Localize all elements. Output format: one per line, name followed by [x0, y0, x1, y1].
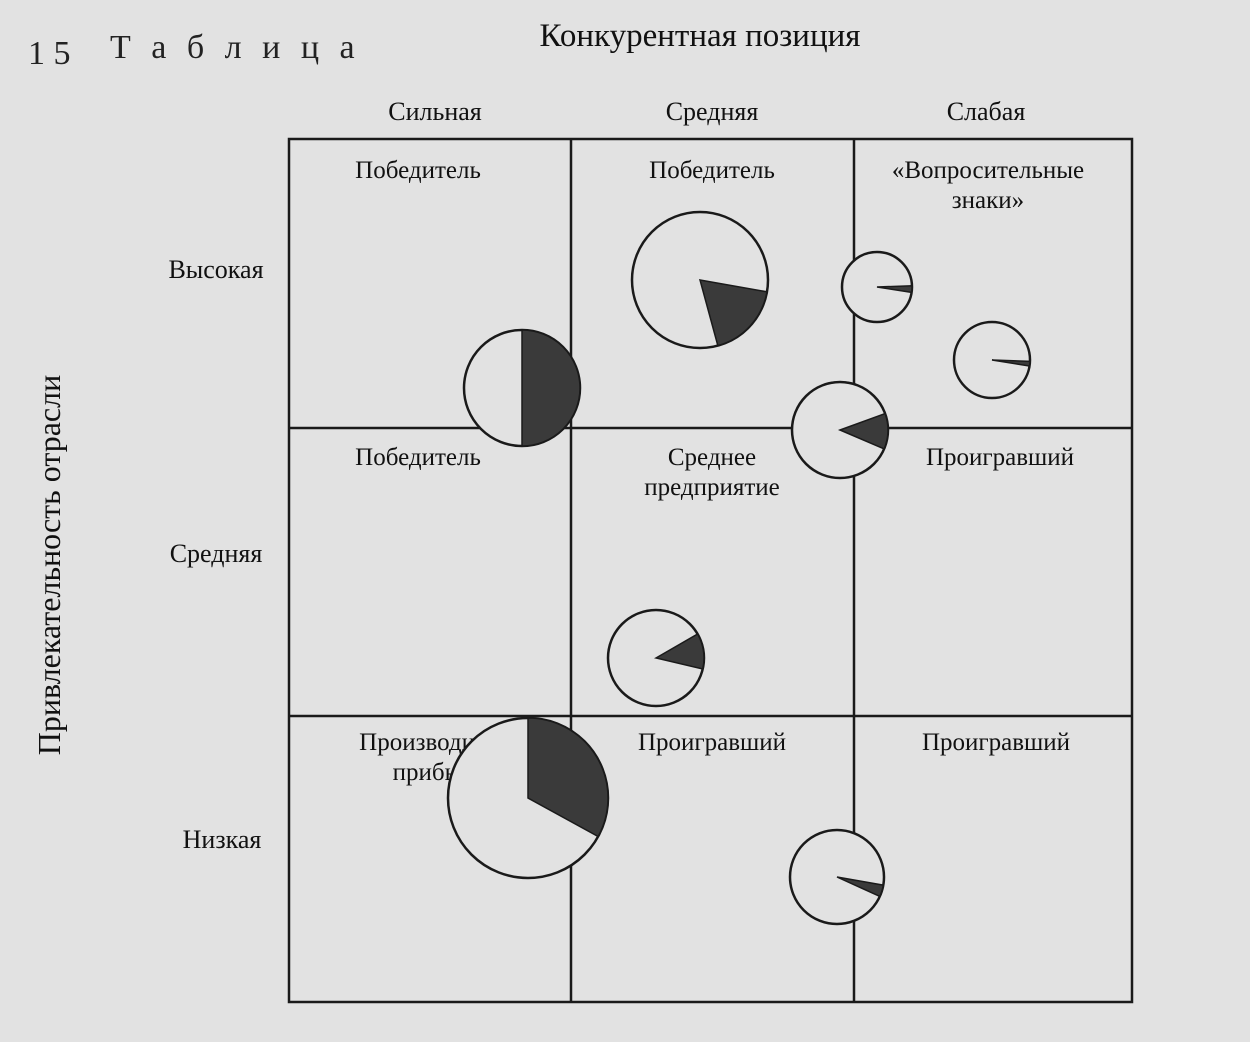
row-label-high: Высокая	[168, 255, 263, 284]
market-share-sector	[653, 632, 705, 670]
market-share-sector	[527, 717, 609, 838]
column-header-medium: Средняя	[666, 97, 759, 126]
matrix-border	[287, 137, 1134, 1004]
cell-label-high-medium: Победитель	[649, 157, 775, 184]
cell-label-mid-weak: Проигравший	[926, 444, 1074, 471]
business-circle	[952, 320, 1032, 400]
market-share-sector	[521, 329, 581, 447]
market-share-sector	[836, 876, 885, 898]
market-share-sector	[991, 359, 1031, 367]
row-label-medium: Средняя	[170, 539, 263, 568]
business-circle	[790, 380, 890, 480]
diagram-title: Конкурентная позиция	[540, 18, 861, 54]
business-circle	[630, 210, 770, 350]
market-share-sector	[837, 412, 889, 450]
business-circle	[462, 328, 582, 448]
cell-label-mid-strong: Победитель	[355, 444, 481, 471]
business-circle	[446, 716, 610, 880]
cell-label-high-strong: Победитель	[355, 157, 481, 184]
y-axis-title: Привлекательность отрасли	[31, 375, 67, 755]
market-share-sector	[698, 279, 768, 347]
cell-label-low-weak: Проигравший	[922, 729, 1070, 756]
cell-label-low-medium: Проигравший	[638, 729, 786, 756]
business-circle	[606, 608, 706, 708]
market-share-sector	[876, 285, 913, 294]
row-label-low: Низкая	[183, 825, 262, 854]
column-header-strong: Сильная	[388, 97, 482, 126]
business-circle	[840, 250, 914, 324]
column-header-weak: Слабая	[947, 97, 1026, 126]
business-circles	[446, 210, 1032, 926]
business-circle	[788, 828, 886, 926]
